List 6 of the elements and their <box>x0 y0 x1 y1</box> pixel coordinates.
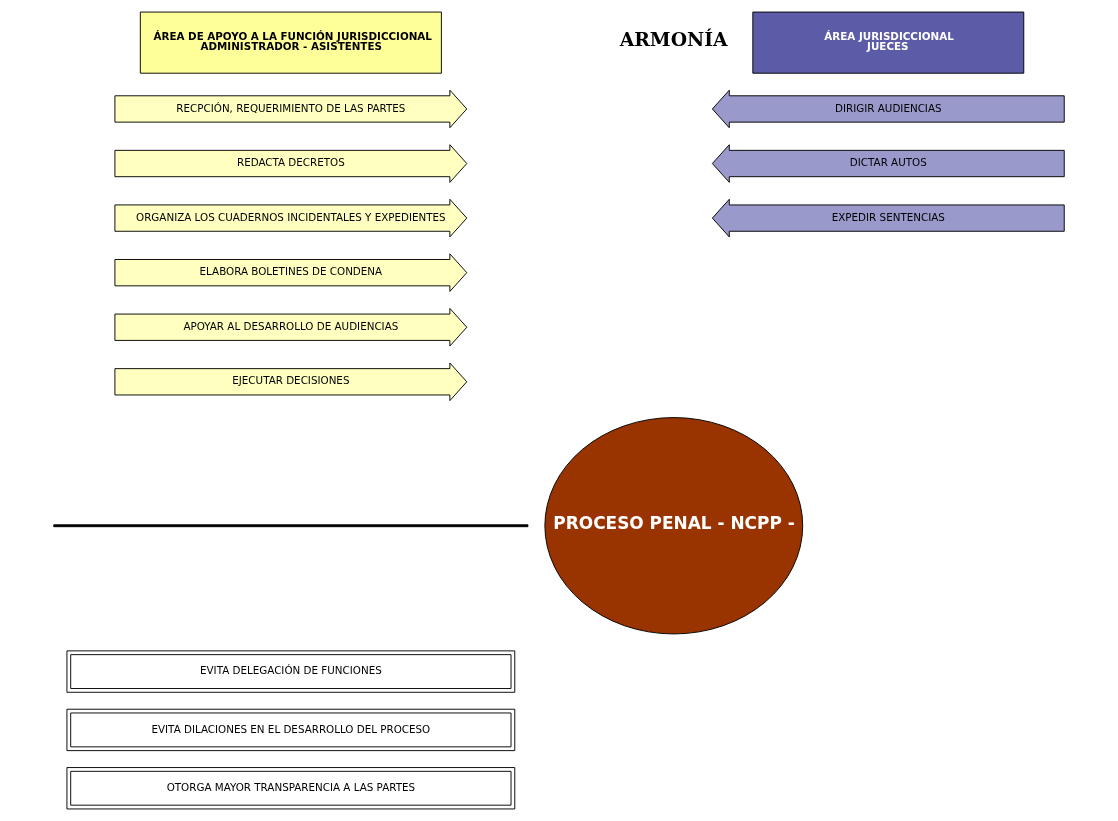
node-ellipse: PROCESO PENAL - NCPP - <box>544 417 804 635</box>
node-box: ÁREA JURISDICCIONAL JUECES <box>752 11 1025 74</box>
node-box: EVITA DELEGACIÓN DE FUNCIONES <box>66 650 516 693</box>
node-box: ÁREA DE APOYO A LA FUNCIÓN JURISDICCIONAL ADMINISTRADOR - ASISTENTES <box>139 11 442 74</box>
label: ARMONÍA <box>619 28 728 51</box>
node-box: EVITA DILACIONES EN EL DESARROLLO DEL PROCESO <box>66 708 516 752</box>
